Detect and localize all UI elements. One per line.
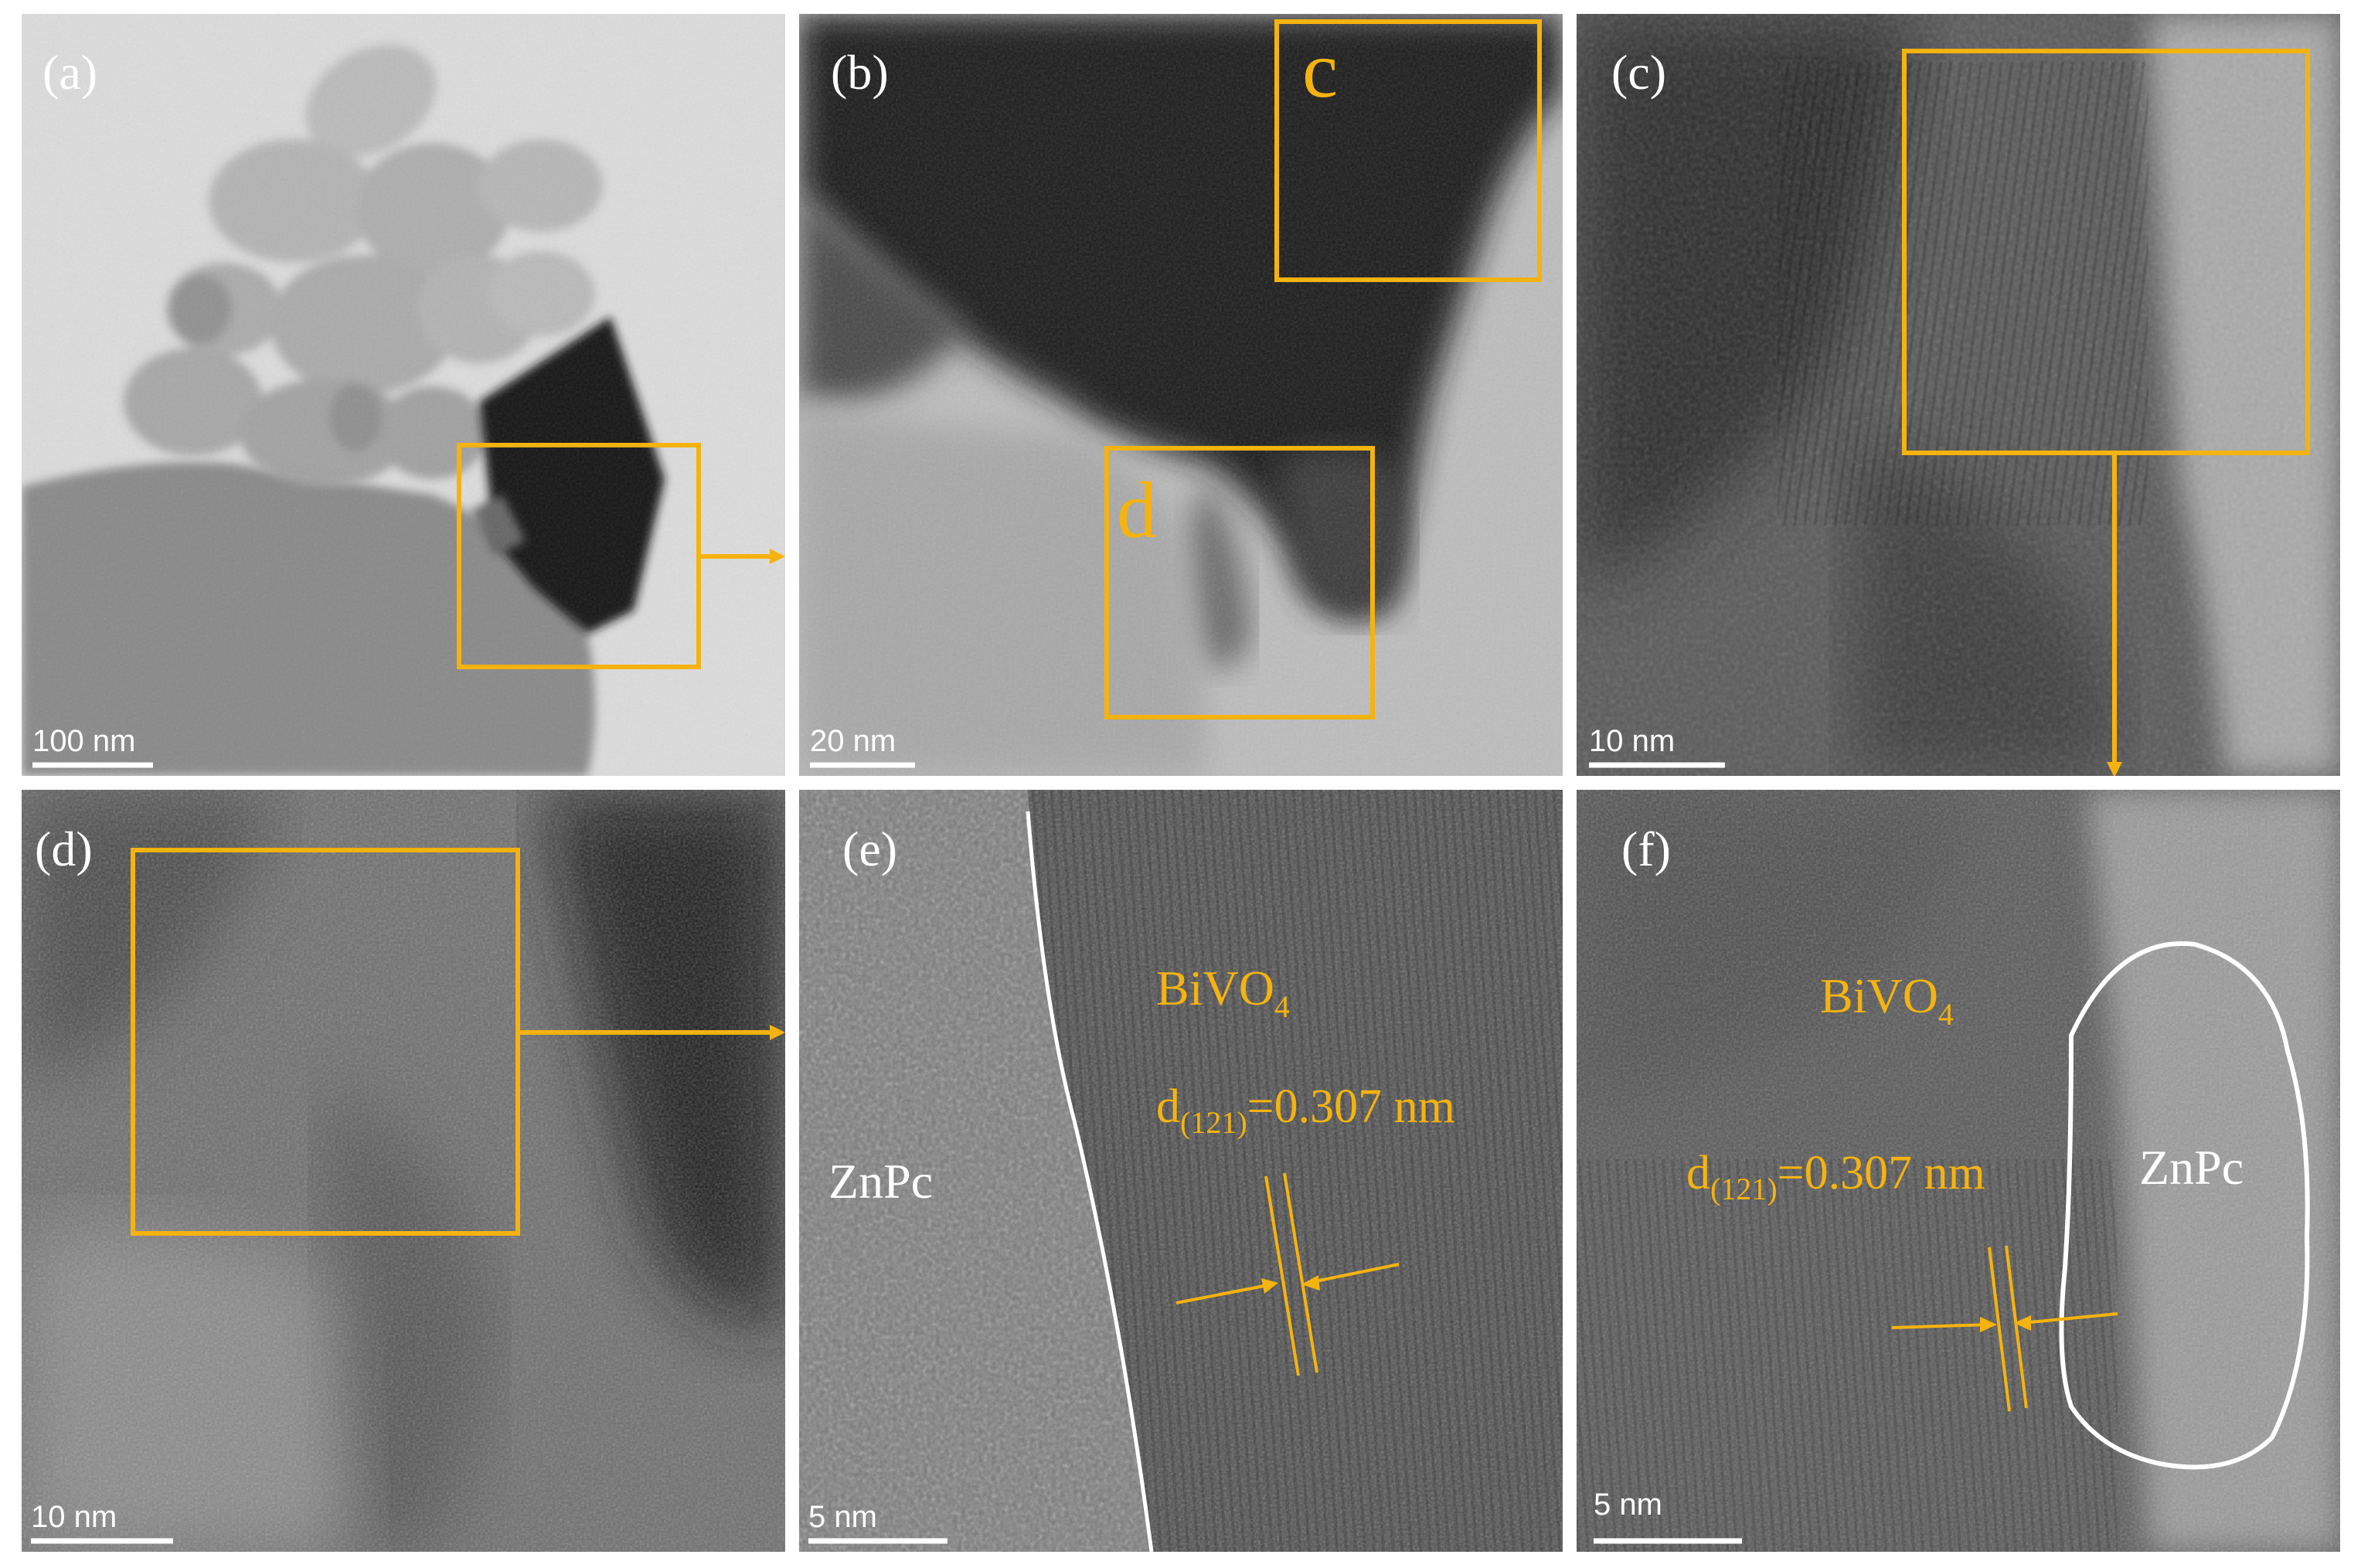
panel-b bbox=[799, 14, 1563, 776]
panel-e-scalebar-text: 5 nm bbox=[808, 1500, 877, 1534]
panel-c-label: (c) bbox=[1611, 45, 1666, 100]
panel-f-label: (f) bbox=[1621, 821, 1671, 876]
panel-e-material-znpc: ZnPc bbox=[828, 1154, 933, 1209]
panel-f-material-znpc: ZnPc bbox=[2139, 1140, 2244, 1195]
panel-f bbox=[1577, 790, 2340, 1552]
panel-f-scalebar-text: 5 nm bbox=[1594, 1488, 1662, 1522]
panel-e-d-spacing: d(121)=0.307 nm bbox=[1156, 1080, 1455, 1140]
panel-a-label: (a) bbox=[43, 45, 97, 100]
roi-d-letter: d bbox=[1117, 466, 1157, 555]
panel-d-scalebar-text: 10 nm bbox=[31, 1500, 117, 1534]
roi-c-letter: c bbox=[1302, 26, 1338, 114]
panel-e bbox=[799, 790, 1563, 1552]
panel-c-scalebar-text: 10 nm bbox=[1589, 724, 1675, 758]
panel-d-label: (d) bbox=[35, 821, 93, 876]
panel-e-label: (e) bbox=[842, 821, 897, 876]
panel-c bbox=[1577, 14, 2340, 776]
panel-f-material-bivo4: BiVO4 bbox=[1820, 968, 1954, 1032]
panel-b-label: (b) bbox=[831, 45, 889, 100]
panel-a-scalebar-text: 100 nm bbox=[32, 724, 135, 758]
panel-f-d-spacing: d(121)=0.307 nm bbox=[1686, 1147, 1985, 1206]
panel-b-scalebar-text: 20 nm bbox=[810, 724, 896, 758]
panel-d bbox=[22, 790, 785, 1552]
panel-a bbox=[22, 14, 785, 776]
panel-e-material-bivo4: BiVO4 bbox=[1156, 961, 1290, 1024]
